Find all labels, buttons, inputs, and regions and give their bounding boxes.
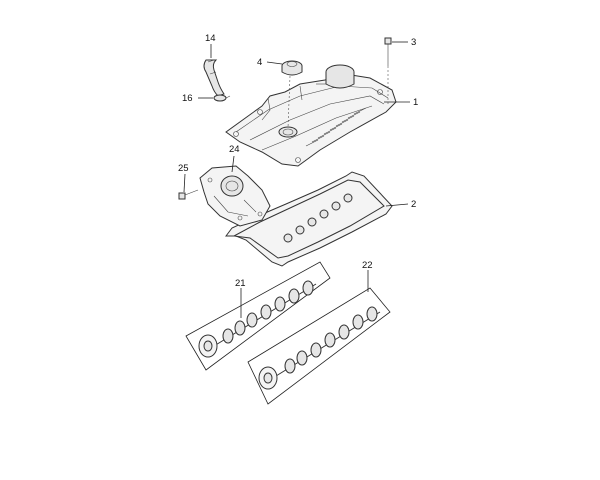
leader-line-24	[231, 155, 235, 173]
callout-label-14: 14	[205, 33, 216, 44]
camshaft-a	[185, 261, 331, 371]
cylinder-head-cover	[225, 64, 397, 167]
leader-line-4	[266, 61, 283, 65]
callout-label-1: 1	[413, 97, 418, 108]
timing-housing	[199, 165, 271, 227]
callout-label-22: 22	[362, 260, 373, 271]
housing-bolt	[178, 189, 199, 200]
callout-label-24: 24	[229, 144, 240, 155]
callout-label-16: 16	[182, 93, 193, 104]
cover-bolt	[384, 37, 392, 104]
oil-filler-cap	[281, 60, 303, 129]
leader-line-2	[385, 203, 409, 207]
hose-clamp	[213, 94, 231, 102]
callout-label-3: 3	[411, 37, 416, 48]
callout-label-25: 25	[178, 163, 189, 174]
callout-label-21: 21	[235, 278, 246, 289]
head-cover-gasket	[225, 171, 393, 267]
callout-label-4: 4	[257, 57, 262, 68]
camshaft-b	[247, 287, 391, 405]
leader-line-25	[183, 173, 186, 193]
breather-hose	[203, 59, 225, 97]
callout-label-2: 2	[411, 199, 416, 210]
